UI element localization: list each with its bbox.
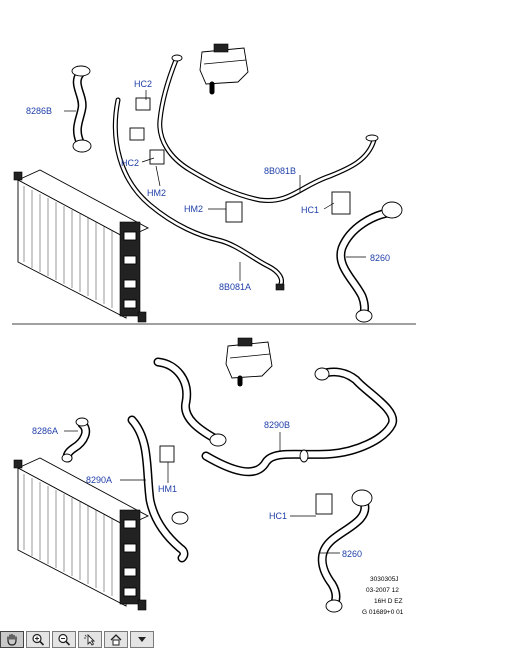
radiator-top	[13, 169, 150, 323]
hose-8290B	[201, 367, 398, 477]
hose-8260-bottom	[317, 489, 373, 613]
label-HM2-b: HM2	[184, 204, 203, 214]
label-HC1-bottom: HC1	[269, 511, 287, 521]
label-8B081A: 8B081A	[219, 282, 251, 292]
select-cursor-icon	[84, 633, 96, 646]
label-HM1: HM1	[158, 484, 177, 494]
clips-top	[129, 97, 351, 223]
zoom-in-icon	[32, 633, 45, 646]
bottom-view: 8286A 8290B 8290A HM1 HC1 8260 3030305J …	[13, 337, 404, 616]
callouts-bottom: 8286A 8290B 8290A HM1 HC1 8260	[32, 420, 362, 559]
expansion-tank-top	[199, 43, 249, 95]
label-8286A: 8286A	[32, 426, 58, 436]
label-8290B: 8290B	[264, 420, 290, 430]
label-8286B: 8286B	[26, 106, 52, 116]
label-HM2-a: HM2	[147, 188, 166, 198]
pipe-8B081B	[157, 54, 379, 204]
hose-8290A	[127, 357, 227, 563]
zoom-in-button[interactable]	[26, 631, 50, 648]
clips-bottom	[159, 445, 333, 515]
label-HC2-a: HC2	[134, 79, 152, 89]
label-HC2-b: HC2	[121, 158, 139, 168]
select-button[interactable]	[78, 631, 102, 648]
expansion-tank-bottom	[225, 337, 273, 387]
reference-block: 3030305J 03-2007 12 16H D EZ G 01689+0 0…	[362, 576, 404, 616]
viewer-toolbar	[0, 631, 164, 650]
pan-button[interactable]	[0, 631, 24, 648]
ref-line-3: 16H D EZ	[374, 598, 403, 605]
home-icon	[110, 634, 122, 646]
pipe-8B081A	[112, 97, 285, 291]
hose-8286B	[71, 65, 92, 153]
label-8290A: 8290A	[86, 475, 112, 485]
label-HC1-top: HC1	[301, 205, 319, 215]
radiator-bottom	[13, 457, 150, 611]
label-8260-top: 8260	[370, 253, 390, 263]
dropdown-button[interactable]	[130, 631, 154, 648]
hose-8286A	[61, 417, 91, 463]
hand-pan-icon	[7, 633, 17, 646]
leader-lines-bottom	[64, 430, 340, 554]
top-view: 8286B HC2 HC2 HM2 HM2 8B081B HC1 8260 8B…	[13, 43, 403, 323]
zoom-out-icon	[58, 633, 71, 646]
ref-line-1: 3030305J	[370, 576, 399, 583]
zoom-out-button[interactable]	[52, 631, 76, 648]
callouts-top: 8286B HC2 HC2 HM2 HM2 8B081B HC1 8260 8B…	[26, 79, 390, 292]
dropdown-arrow-icon	[138, 637, 146, 642]
coolant-hoses-diagram: 8286B HC2 HC2 HM2 HM2 8B081B HC1 8260 8B…	[12, 43, 416, 616]
leader-lines-top	[64, 90, 366, 281]
label-8260-bottom: 8260	[342, 549, 362, 559]
label-8B081B: 8B081B	[264, 166, 296, 176]
ref-line-4: G 01689+0 01	[362, 609, 404, 616]
hose-8260-top	[336, 201, 403, 323]
home-button[interactable]	[104, 631, 128, 648]
ref-line-2: 03-2007 12	[366, 587, 399, 594]
